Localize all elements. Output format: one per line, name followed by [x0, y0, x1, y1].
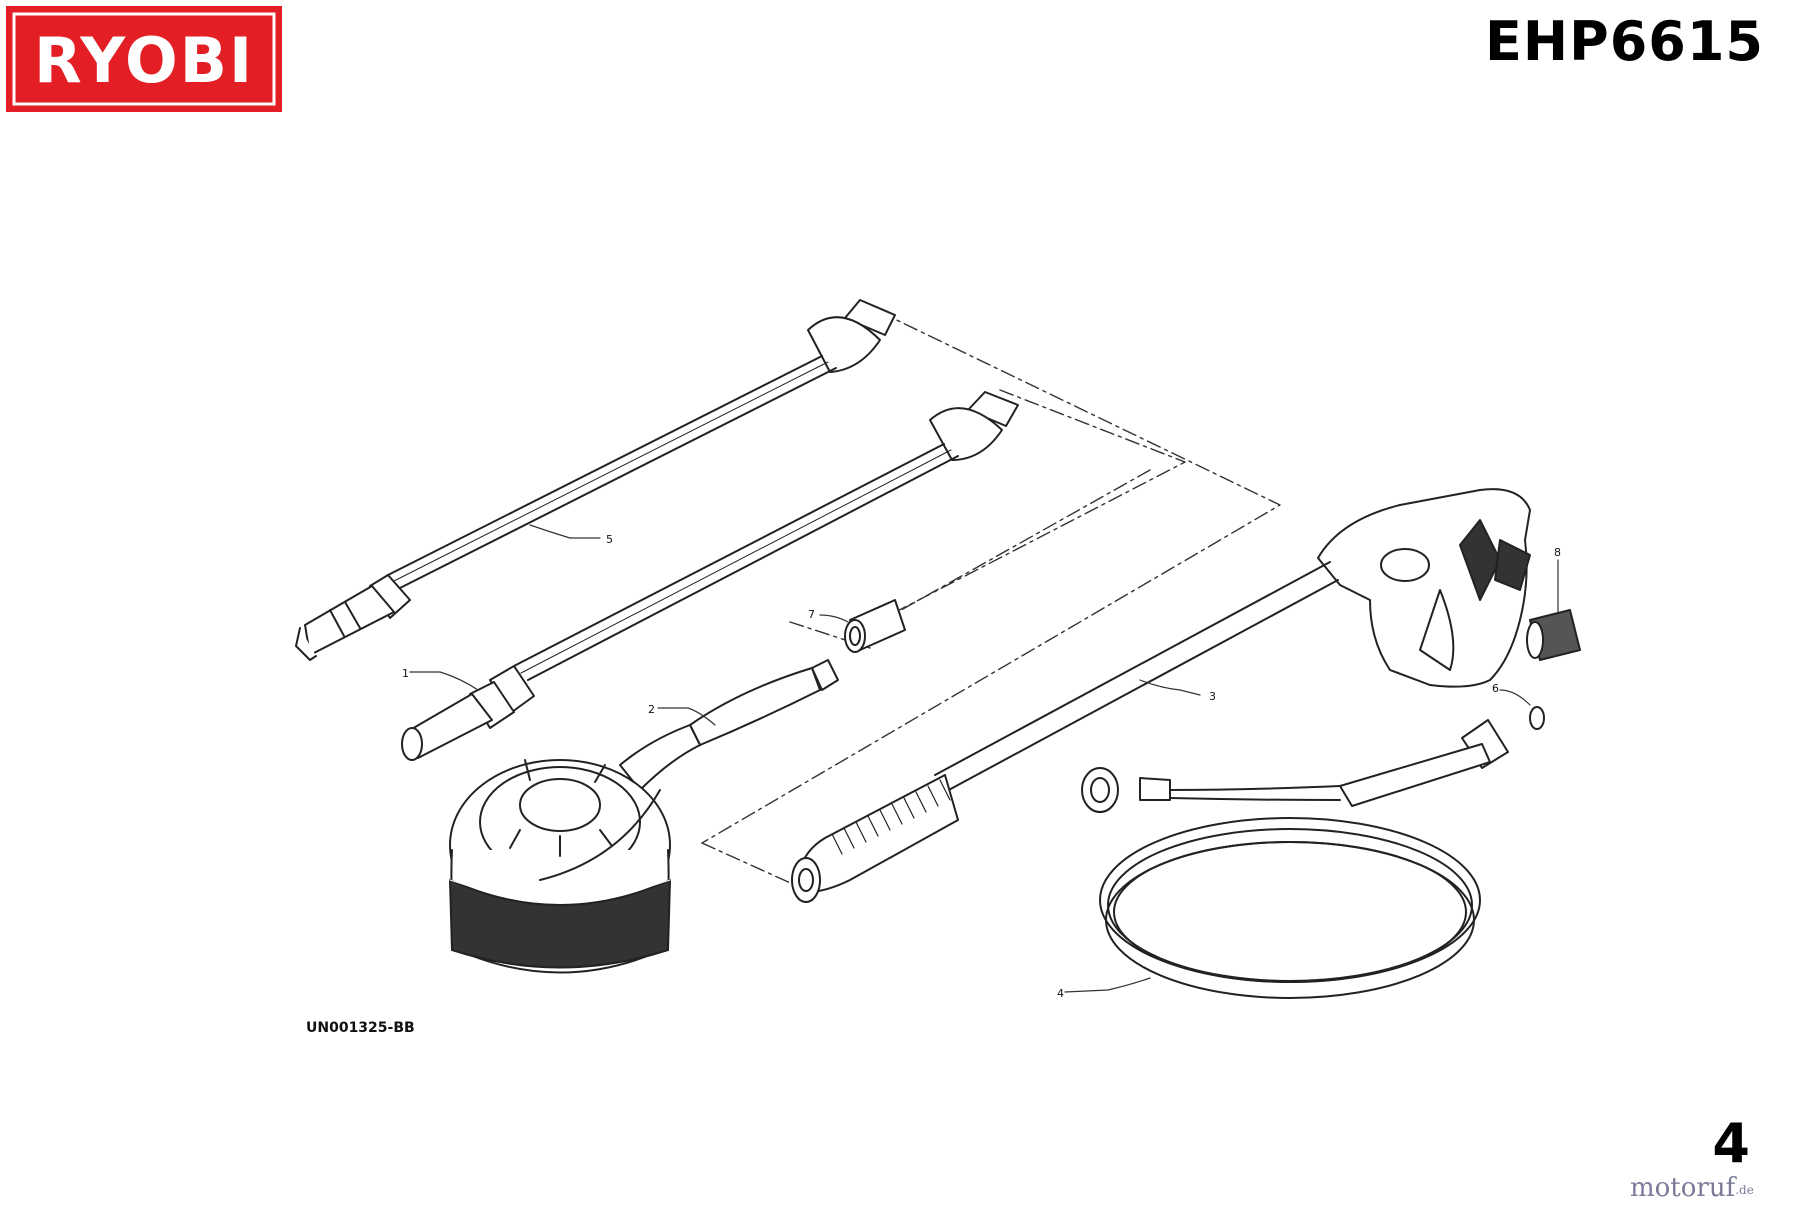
assembly-guide-lines — [701, 311, 1281, 886]
callout-8: 8 — [1554, 546, 1561, 559]
high-pressure-hose — [1081, 719, 1509, 999]
hose-fitting — [1526, 609, 1581, 661]
document-code: UN001325-BB — [306, 1020, 415, 1036]
watermark-text: motoruf — [1630, 1173, 1738, 1203]
leader-lines — [409, 524, 1559, 993]
callout-5: 5 — [606, 533, 613, 546]
callout-4: 4 — [1057, 987, 1064, 1000]
lance-lower — [401, 391, 1019, 761]
spray-gun — [791, 488, 1531, 903]
svg-text:motoruf.de: motoruf.de — [1630, 1173, 1754, 1203]
lance-upper — [295, 299, 896, 661]
model-number: EHP6615 — [1485, 10, 1764, 73]
callout-6: 6 — [1492, 682, 1499, 695]
watermark-suffix: .de — [1735, 1183, 1754, 1197]
callout-2: 2 — [648, 703, 655, 716]
ryobi-logo: RYOBI — [6, 6, 282, 112]
callout-7: 7 — [808, 608, 815, 621]
watermark: motoruf.de — [1630, 1173, 1754, 1203]
brand-name: RYOBI — [34, 24, 254, 97]
adapter-fitting — [844, 599, 906, 653]
callout-1: 1 — [402, 667, 409, 680]
page-number: 4 — [1712, 1112, 1750, 1175]
rotating-brush — [449, 659, 839, 974]
callout-3: 3 — [1209, 690, 1216, 703]
o-ring — [1529, 706, 1545, 730]
